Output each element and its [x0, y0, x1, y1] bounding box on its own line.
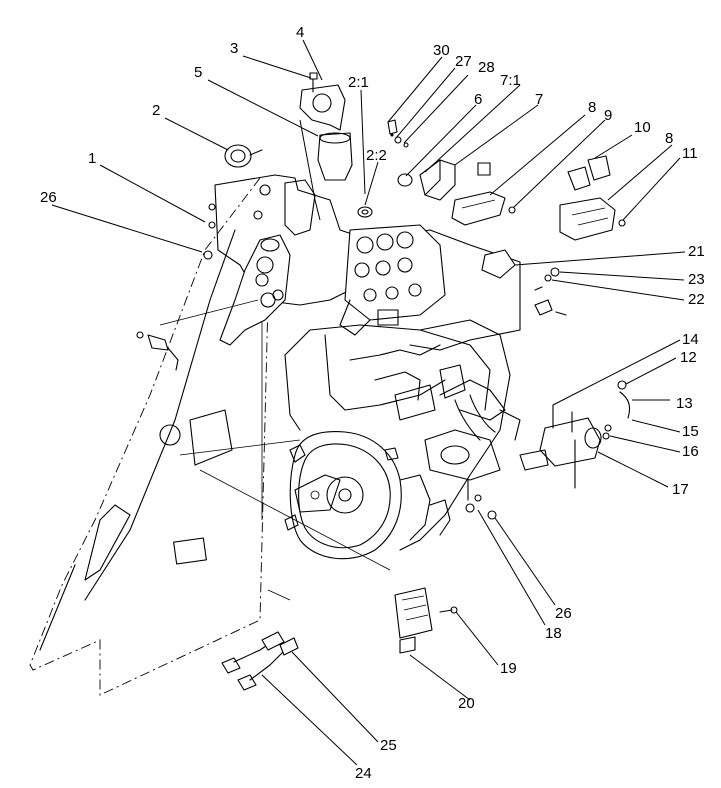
- nut-26-lower: [487, 510, 497, 520]
- mounting-bracket-4: [299, 84, 346, 131]
- callout-24: 24: [355, 765, 372, 782]
- terminal-bolts: [534, 286, 567, 316]
- callout-21: 21: [688, 243, 705, 260]
- valve-block: [339, 224, 446, 336]
- nuts-left: [203, 203, 216, 260]
- washer-22: [544, 274, 552, 282]
- bolt-3: [309, 72, 318, 93]
- callout-6: 6: [474, 91, 482, 108]
- callout-17: 17: [672, 481, 689, 498]
- callout-28: 28: [478, 59, 495, 76]
- callout-11: 11: [682, 145, 698, 162]
- callout-3: 3: [230, 40, 238, 57]
- callout-27: 27: [455, 53, 472, 70]
- resistor-21: [481, 249, 516, 279]
- boot-5: [317, 132, 353, 181]
- callout-26-lower: 26: [555, 605, 572, 622]
- pressure-sender: [224, 144, 263, 168]
- frame-side-plate: [29, 177, 269, 696]
- callout-16: 16: [682, 443, 699, 460]
- callouts: 1 2 3 4 5 26 2:1 2:2 30 27 28 7:1 6 7 8 …: [40, 24, 705, 782]
- wire-13: [617, 380, 631, 419]
- callout-2: 2: [152, 102, 160, 119]
- callout-8-a: 8: [588, 99, 596, 116]
- callout-7-1: 7:1: [500, 72, 521, 89]
- harness-connectors-24: [221, 631, 299, 691]
- callout-10: 10: [634, 119, 651, 136]
- callout-2-1: 2:1: [348, 74, 369, 91]
- bolts-14: [552, 404, 573, 433]
- washer-2-2: [357, 206, 373, 218]
- fuse-block-8: [451, 191, 516, 226]
- engine-block: [284, 319, 521, 551]
- fittings-18: [465, 479, 482, 513]
- diode-6: [397, 173, 413, 187]
- callout-18: 18: [545, 625, 562, 642]
- callout-8-b: 8: [665, 130, 673, 147]
- relay-7: [419, 159, 491, 201]
- nut-23: [550, 267, 560, 277]
- plug-left: [136, 331, 179, 371]
- callout-20: 20: [458, 695, 475, 712]
- phantom-lines: [159, 299, 391, 601]
- relay-base: [559, 155, 626, 241]
- callout-26-upper: 26: [40, 189, 57, 206]
- callout-25: 25: [380, 737, 397, 754]
- regulator-20: [394, 587, 458, 654]
- callout-15: 15: [682, 423, 699, 440]
- callout-13: 13: [676, 395, 693, 412]
- leader-lines: [51, 39, 686, 766]
- callout-14: 14: [682, 331, 699, 348]
- callout-7: 7: [535, 91, 543, 108]
- callout-2-2: 2:2: [366, 147, 387, 164]
- washer-15-16: [602, 424, 612, 440]
- callout-30: 30: [433, 42, 450, 59]
- solenoid-17: [519, 417, 602, 489]
- callout-12: 12: [680, 349, 697, 366]
- flywheel-housing: [284, 431, 451, 560]
- hydraulic-sensor-block: [219, 234, 291, 346]
- callout-1: 1: [88, 150, 96, 167]
- callout-22: 22: [688, 291, 705, 308]
- callout-19: 19: [500, 660, 517, 677]
- callout-4: 4: [296, 24, 304, 41]
- callout-5: 5: [194, 64, 202, 81]
- callout-9: 9: [604, 107, 612, 124]
- callout-23: 23: [688, 271, 705, 288]
- small-hardware-stack: [387, 119, 409, 148]
